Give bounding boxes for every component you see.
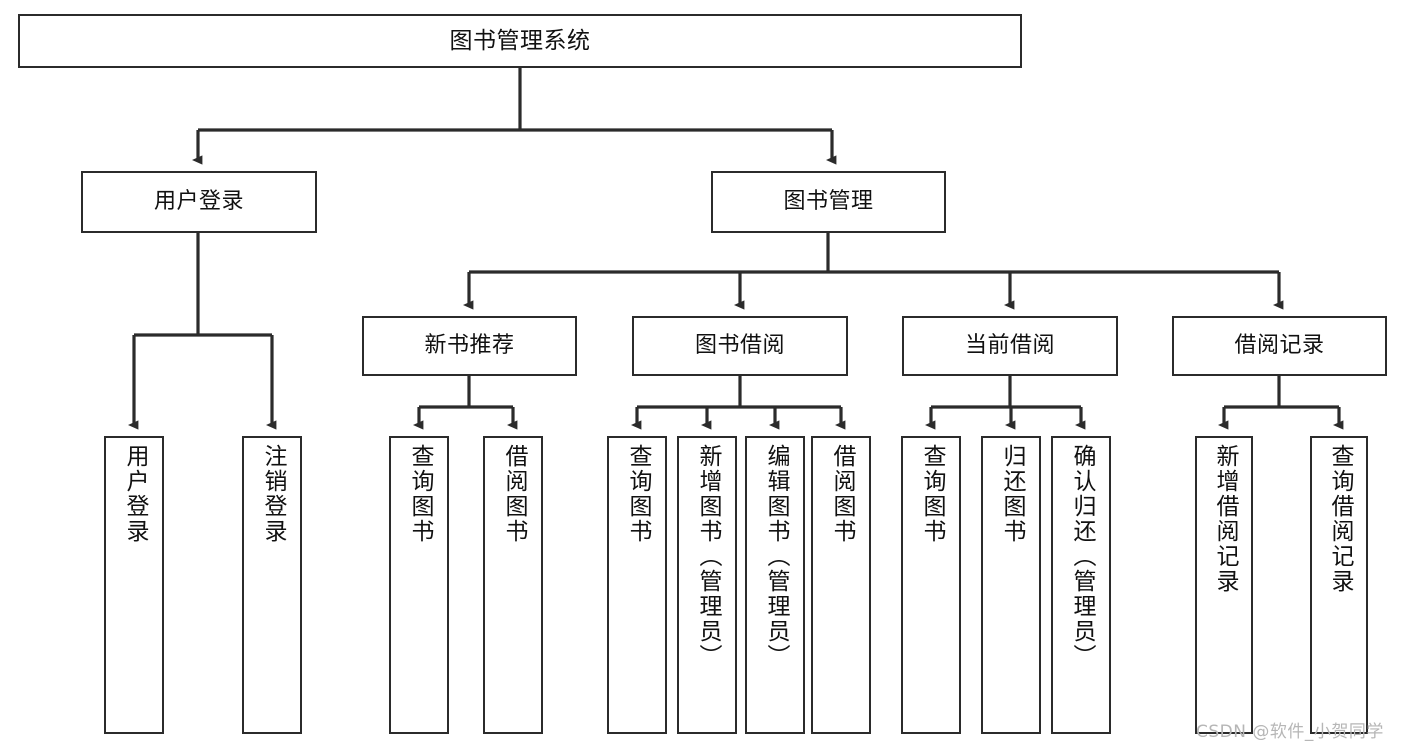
node-leaf-edit-book-label: 编辑图书（管理员） [762, 444, 789, 669]
node-leaf-query-record[interactable]: 查询借阅记录 [1310, 436, 1368, 734]
node-leaf-confirm-return-label: 确认归还（管理员） [1068, 444, 1095, 669]
node-leaf-query-book-2-label: 查询图书 [624, 444, 651, 544]
node-leaf-borrow-book-2-label: 借阅图书 [828, 444, 855, 544]
node-current-borrow-label: 当前借阅 [964, 332, 1055, 358]
node-root[interactable]: 图书管理系统 [18, 14, 1022, 68]
node-current-borrow[interactable]: 当前借阅 [902, 316, 1118, 376]
node-leaf-edit-book[interactable]: 编辑图书（管理员） [745, 436, 805, 734]
node-leaf-borrow-book-1[interactable]: 借阅图书 [483, 436, 543, 734]
node-book-borrow-label: 图书借阅 [694, 332, 785, 358]
node-borrow-record-label: 借阅记录 [1234, 332, 1325, 358]
node-leaf-borrow-book-2[interactable]: 借阅图书 [811, 436, 871, 734]
node-leaf-confirm-return[interactable]: 确认归还（管理员） [1051, 436, 1111, 734]
node-book-manage[interactable]: 图书管理 [711, 171, 946, 233]
node-leaf-query-book-1[interactable]: 查询图书 [389, 436, 449, 734]
node-leaf-add-record[interactable]: 新增借阅记录 [1195, 436, 1253, 734]
node-book-borrow[interactable]: 图书借阅 [632, 316, 848, 376]
node-book-manage-label: 图书管理 [783, 188, 874, 214]
csdn-watermark: CSDN @软件_小贺同学 [1196, 722, 1384, 742]
node-leaf-user-login-label: 用户登录 [121, 444, 148, 544]
node-leaf-query-record-label: 查询借阅记录 [1326, 444, 1353, 594]
node-leaf-query-book-3[interactable]: 查询图书 [901, 436, 961, 734]
node-root-label: 图书管理系统 [449, 27, 591, 54]
node-leaf-query-book-2[interactable]: 查询图书 [607, 436, 667, 734]
node-leaf-user-login[interactable]: 用户登录 [104, 436, 164, 734]
node-leaf-add-book-label: 新增图书（管理员） [694, 444, 721, 669]
node-leaf-logout[interactable]: 注销登录 [242, 436, 302, 734]
node-leaf-add-record-label: 新增借阅记录 [1211, 444, 1238, 594]
node-leaf-query-book-1-label: 查询图书 [406, 444, 433, 544]
node-borrow-record[interactable]: 借阅记录 [1172, 316, 1387, 376]
node-user-login[interactable]: 用户登录 [81, 171, 317, 233]
node-leaf-borrow-book-1-label: 借阅图书 [500, 444, 527, 544]
node-leaf-add-book[interactable]: 新增图书（管理员） [677, 436, 737, 734]
node-new-book-recommend-label: 新书推荐 [424, 332, 515, 358]
node-user-login-label: 用户登录 [153, 188, 244, 214]
node-leaf-query-book-3-label: 查询图书 [918, 444, 945, 544]
node-leaf-logout-label: 注销登录 [259, 444, 286, 544]
node-leaf-return-book-label: 归还图书 [998, 444, 1025, 544]
node-leaf-return-book[interactable]: 归还图书 [981, 436, 1041, 734]
node-new-book-recommend[interactable]: 新书推荐 [362, 316, 577, 376]
